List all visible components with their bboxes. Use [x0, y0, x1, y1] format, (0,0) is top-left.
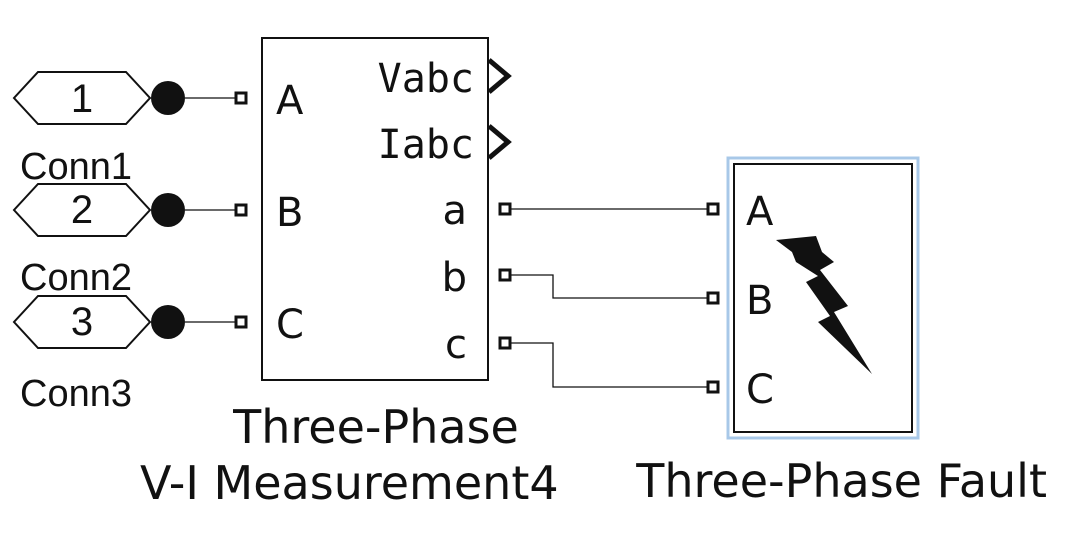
fault-port-b[interactable] [706, 291, 720, 305]
connector-name: Conn1 [20, 146, 132, 188]
fault-port-a[interactable] [706, 202, 720, 216]
connection-dot[interactable] [151, 81, 185, 115]
output-label-a: a [442, 188, 467, 234]
output-label-b: b [442, 255, 467, 301]
port-input-b[interactable] [234, 203, 248, 217]
wire-b-to-fault-b [510, 274, 710, 299]
port-output-b[interactable] [498, 268, 512, 282]
block-name-line1: Three-Phase [232, 400, 519, 454]
signal-output-arrow-iabc[interactable] [487, 124, 512, 160]
input-label-c: C [276, 302, 304, 348]
fault-label-a: A [746, 189, 774, 235]
vi-measurement-block[interactable]: A B C Vabc Iabc a b c Three-Phase V-I Me… [140, 37, 559, 510]
wire-c-to-fault-c [510, 342, 710, 388]
output-label-vabc: Vabc [378, 56, 474, 102]
lightning-bolt-icon [776, 236, 872, 374]
output-label-iabc: Iabc [378, 122, 474, 168]
connection-dot[interactable] [151, 193, 185, 227]
port-output-c[interactable] [498, 336, 512, 350]
connector-number: 2 [71, 188, 93, 232]
port-input-c[interactable] [234, 315, 248, 329]
connector-number: 3 [71, 300, 93, 344]
input-label-b: B [276, 190, 303, 236]
fault-label-b: B [746, 278, 773, 324]
port-input-a[interactable] [234, 91, 248, 105]
fault-label-c: C [746, 367, 774, 413]
connection-dot[interactable] [151, 305, 185, 339]
fault-block-name: Three-Phase Fault [635, 454, 1047, 508]
connector-hexagon[interactable] [12, 295, 152, 349]
signal-output-arrow-vabc[interactable] [487, 58, 512, 94]
connector-conn3[interactable]: 3 Conn3 [12, 295, 185, 415]
connector-number: 1 [71, 77, 93, 121]
fault-selection-border [726, 156, 920, 440]
connector-hexagon[interactable] [12, 71, 152, 125]
connector-conn1[interactable]: 1 Conn1 [12, 71, 185, 188]
connector-name: Conn3 [20, 373, 132, 415]
three-phase-fault-block[interactable]: A B C Three-Phase Fault [635, 156, 1047, 508]
connector-conn2[interactable]: 2 Conn2 [12, 183, 185, 299]
fault-port-c[interactable] [706, 380, 720, 394]
block-name-line2: V-I Measurement4 [140, 456, 559, 510]
connector-hexagon[interactable] [12, 183, 152, 237]
port-output-a[interactable] [498, 202, 512, 216]
connector-name: Conn2 [20, 257, 132, 299]
output-label-c: c [445, 322, 467, 368]
vi-measurement-body[interactable] [261, 37, 489, 381]
input-label-a: A [276, 78, 304, 124]
